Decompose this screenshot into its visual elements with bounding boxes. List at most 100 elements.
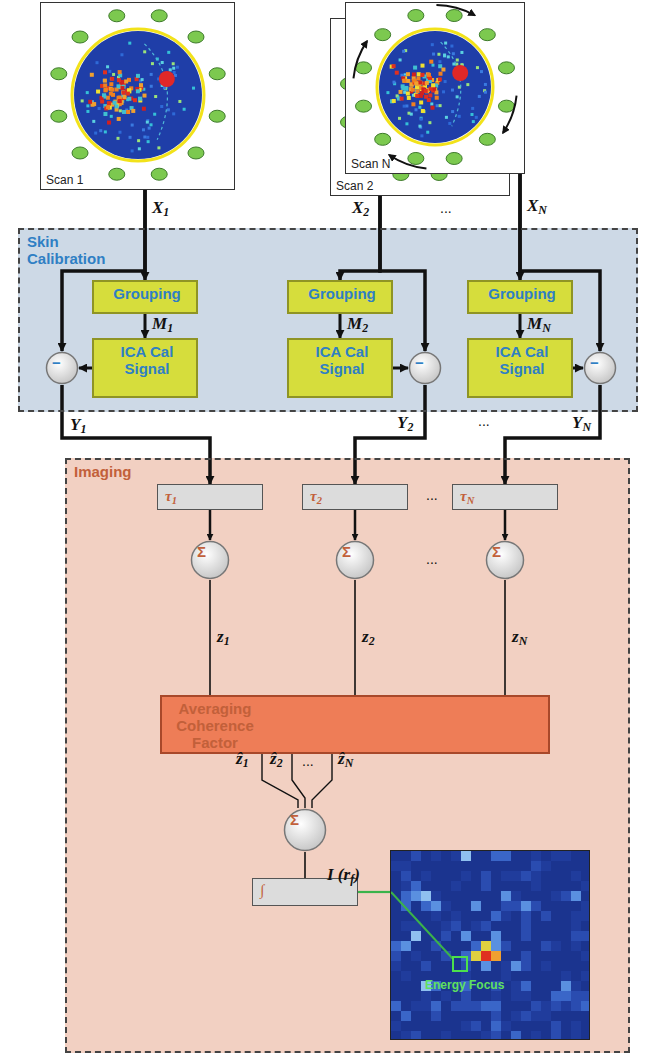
tumor-blot [113, 101, 117, 105]
pixel [391, 971, 401, 981]
tumor-blot [139, 83, 143, 87]
pixel [421, 1031, 431, 1039]
tumor-blot [414, 81, 418, 85]
subscript: 1 [163, 205, 169, 219]
pixel [441, 1011, 451, 1021]
tumor-blot [103, 88, 107, 92]
node-text: ∫ [260, 882, 352, 899]
process-box: Grouping [92, 280, 198, 314]
text-part: τ [310, 488, 317, 504]
node-text: Scan 1 [46, 173, 83, 187]
speckle [452, 52, 455, 55]
tumor-blot [118, 70, 122, 74]
pixel [531, 1031, 541, 1039]
connector [339, 314, 342, 338]
pixel [451, 941, 461, 951]
pixel [571, 911, 581, 921]
pixel [561, 881, 571, 891]
connector [358, 891, 390, 893]
subscript: N [582, 420, 591, 434]
group-title: Skin Calibration [27, 233, 119, 267]
signal-label: XN [527, 197, 547, 215]
pixel [521, 1001, 531, 1011]
connector [393, 367, 408, 370]
antenna [446, 10, 462, 22]
pixel [531, 861, 541, 871]
tumor-blot [406, 79, 410, 83]
speckle [444, 42, 447, 45]
pixel [501, 881, 511, 891]
pixel [411, 881, 421, 891]
pixel [411, 1001, 421, 1011]
pixel [541, 1031, 551, 1039]
pixel [451, 911, 461, 921]
pixel [431, 951, 441, 961]
pixel [511, 971, 521, 981]
connector [380, 196, 425, 351]
pixel [481, 961, 491, 971]
pixel [541, 1011, 551, 1021]
speckle [169, 68, 172, 71]
speckle [439, 104, 442, 107]
pixel [581, 981, 589, 991]
pixel [471, 921, 481, 931]
antenna [72, 147, 88, 159]
speckle [445, 116, 448, 119]
speckle [172, 67, 175, 70]
tumor-blot [417, 72, 421, 76]
circle-outline [583, 351, 617, 385]
speckle [129, 136, 132, 139]
pixel [521, 921, 531, 931]
pixel [391, 1021, 401, 1031]
signal-label: z1 [217, 628, 230, 646]
pixel [491, 1011, 501, 1021]
pixel [401, 921, 411, 931]
tumor-blot [411, 88, 415, 92]
circle-shape [410, 353, 441, 384]
pixel [501, 1021, 511, 1031]
pixel [441, 991, 451, 1001]
tumor-blot [427, 73, 431, 77]
node-text: Grouping [476, 285, 568, 302]
pixel [441, 941, 451, 951]
signal-label: M2 [347, 315, 368, 333]
pixel [481, 881, 491, 891]
pixel [551, 881, 561, 891]
pixel [491, 921, 501, 931]
speckle [110, 115, 113, 118]
speckle [420, 118, 423, 121]
connector [519, 314, 522, 338]
speckle [471, 107, 474, 110]
connector [354, 510, 357, 540]
pixel [571, 901, 581, 911]
subscript: 2 [277, 756, 283, 770]
pixel [511, 981, 521, 991]
pixel [511, 1031, 521, 1039]
hotspot-pixel [491, 951, 501, 961]
pixel [551, 971, 561, 981]
pixel [481, 1011, 491, 1021]
pixel [521, 1031, 531, 1039]
pixel [521, 871, 531, 881]
delay-box: τ2 [302, 484, 408, 510]
pixel [461, 921, 471, 931]
pixel [551, 931, 561, 941]
speckle [146, 136, 149, 139]
speckle [418, 125, 421, 128]
pixel [501, 991, 511, 1001]
pixel [411, 951, 421, 961]
speckle [150, 123, 153, 126]
pixel [471, 931, 481, 941]
scan-illustration [346, 3, 524, 173]
connector [209, 580, 211, 695]
pixel [481, 951, 491, 961]
speckle [160, 105, 163, 108]
pixel [451, 1011, 461, 1021]
imaging-band-ground [65, 458, 630, 1053]
tumor-blot [127, 97, 131, 101]
speckle [150, 73, 153, 76]
process-box: ICA Cal Signal [92, 338, 198, 398]
pixel [571, 931, 581, 941]
pixel [511, 861, 521, 871]
